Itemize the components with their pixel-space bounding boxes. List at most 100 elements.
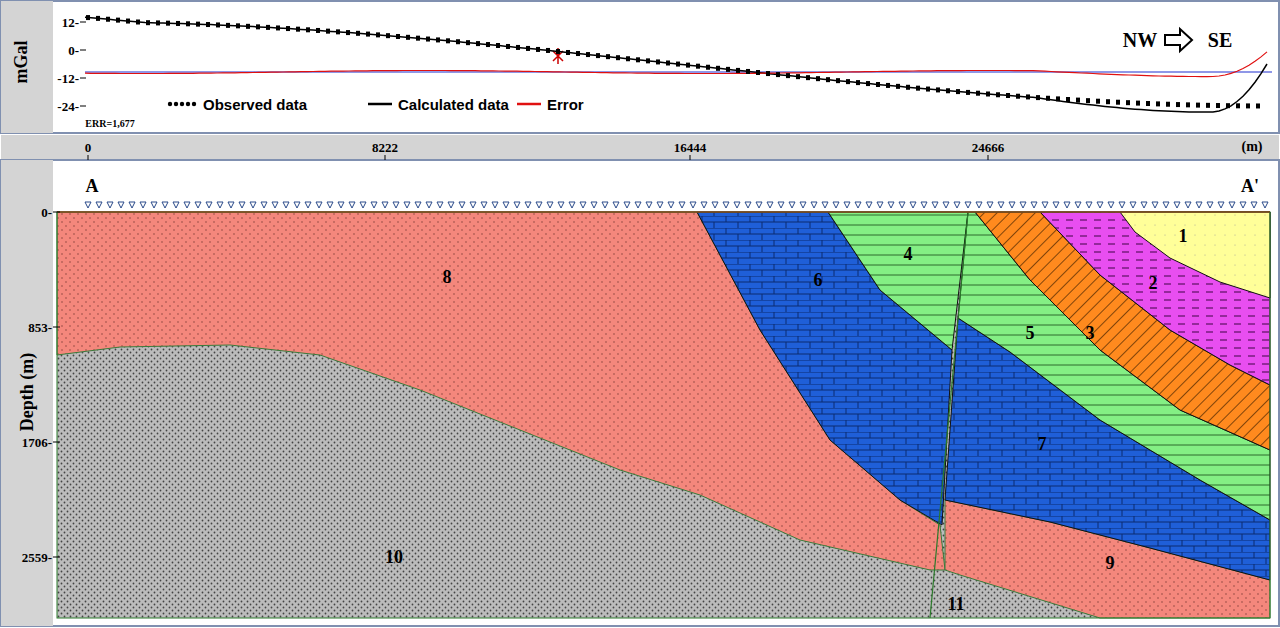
observed-point bbox=[86, 15, 90, 20]
observed-point bbox=[656, 59, 660, 64]
station-mark bbox=[558, 202, 564, 208]
observed-point bbox=[326, 29, 330, 34]
observed-point bbox=[766, 71, 770, 76]
station-mark bbox=[250, 202, 256, 208]
layer-number: 4 bbox=[904, 245, 913, 263]
station-mark bbox=[800, 202, 806, 208]
observed-point bbox=[346, 30, 350, 35]
legend-dots bbox=[186, 102, 190, 106]
observed-point bbox=[506, 44, 510, 49]
station-mark bbox=[932, 202, 938, 208]
observed-point bbox=[886, 83, 890, 88]
layer-number: 9 bbox=[1106, 554, 1115, 572]
axis-label: A' bbox=[1241, 177, 1259, 195]
layer-number: 3 bbox=[1086, 324, 1095, 342]
observed-point bbox=[1246, 103, 1250, 108]
legend-text: Calculated data bbox=[398, 96, 509, 113]
station-mark bbox=[1108, 202, 1114, 208]
observed-point bbox=[356, 31, 360, 36]
calculated-curve bbox=[85, 17, 1267, 112]
observed-point bbox=[316, 28, 320, 33]
observed-point bbox=[546, 48, 550, 53]
station-mark bbox=[657, 202, 663, 208]
station-mark bbox=[239, 202, 245, 208]
station-mark bbox=[1196, 202, 1202, 208]
observed-point bbox=[576, 51, 580, 56]
observed-point bbox=[1196, 103, 1200, 108]
observed-point bbox=[186, 21, 190, 26]
station-mark bbox=[162, 202, 168, 208]
observed-point bbox=[246, 24, 250, 29]
observed-point bbox=[806, 75, 810, 80]
station-mark bbox=[1042, 202, 1048, 208]
observed-point bbox=[266, 25, 270, 30]
axis-label: 1706- bbox=[22, 436, 52, 449]
station-mark bbox=[393, 202, 399, 208]
station-mark bbox=[1163, 202, 1169, 208]
station-mark bbox=[844, 202, 850, 208]
station-mark bbox=[998, 202, 1004, 208]
station-mark bbox=[525, 202, 531, 208]
observed-point bbox=[966, 90, 970, 95]
observed-point bbox=[796, 74, 800, 79]
station-mark bbox=[789, 202, 795, 208]
observed-point bbox=[556, 49, 560, 54]
observed-point bbox=[786, 73, 790, 78]
observed-point bbox=[306, 27, 310, 32]
station-mark bbox=[173, 202, 179, 208]
observed-point bbox=[156, 20, 160, 25]
layer-number: 7 bbox=[1038, 435, 1047, 453]
station-mark bbox=[1086, 202, 1092, 208]
observed-point bbox=[456, 39, 460, 44]
observed-point bbox=[696, 64, 700, 69]
observed-point bbox=[496, 43, 500, 48]
legend-dots bbox=[174, 102, 178, 106]
axis-label: 853- bbox=[28, 321, 52, 334]
station-mark bbox=[1020, 202, 1026, 208]
station-mark bbox=[261, 202, 267, 208]
observed-point bbox=[856, 80, 860, 85]
observed-point bbox=[1116, 100, 1120, 105]
station-mark bbox=[635, 202, 641, 208]
observed-point bbox=[196, 22, 200, 27]
station-mark bbox=[624, 202, 630, 208]
station-mark bbox=[547, 202, 553, 208]
observed-point bbox=[836, 78, 840, 83]
observed-point bbox=[1006, 93, 1010, 98]
observed-point bbox=[406, 35, 410, 40]
observed-point bbox=[176, 21, 180, 26]
observed-point bbox=[446, 38, 450, 43]
station-mark bbox=[723, 202, 729, 208]
observed-point bbox=[716, 66, 720, 71]
observed-point bbox=[106, 17, 110, 22]
axis-label: 0 bbox=[85, 141, 92, 154]
station-mark bbox=[602, 202, 608, 208]
station-mark bbox=[954, 202, 960, 208]
observed-point bbox=[416, 36, 420, 41]
station-mark bbox=[679, 202, 685, 208]
observed-point bbox=[1036, 95, 1040, 100]
station-mark bbox=[1053, 202, 1059, 208]
observed-point bbox=[926, 87, 930, 92]
observed-point bbox=[636, 57, 640, 62]
layer-number: 10 bbox=[385, 548, 403, 566]
observed-point bbox=[426, 37, 430, 42]
station-mark bbox=[1031, 202, 1037, 208]
observed-point bbox=[586, 52, 590, 57]
observed-point bbox=[146, 20, 150, 25]
station-mark bbox=[316, 202, 322, 208]
station-mark bbox=[822, 202, 828, 208]
observed-point bbox=[1046, 96, 1050, 101]
station-mark bbox=[514, 202, 520, 208]
station-mark bbox=[965, 202, 971, 208]
station-mark bbox=[910, 202, 916, 208]
station-mark bbox=[459, 202, 465, 208]
axis-label: 12- bbox=[62, 16, 79, 29]
layer-number: 1 bbox=[1179, 227, 1188, 245]
observed-point bbox=[466, 40, 470, 45]
observed-point bbox=[1156, 101, 1160, 106]
observed-point bbox=[1256, 103, 1260, 108]
observed-point bbox=[626, 56, 630, 61]
station-mark bbox=[96, 202, 102, 208]
observed-point bbox=[686, 63, 690, 68]
